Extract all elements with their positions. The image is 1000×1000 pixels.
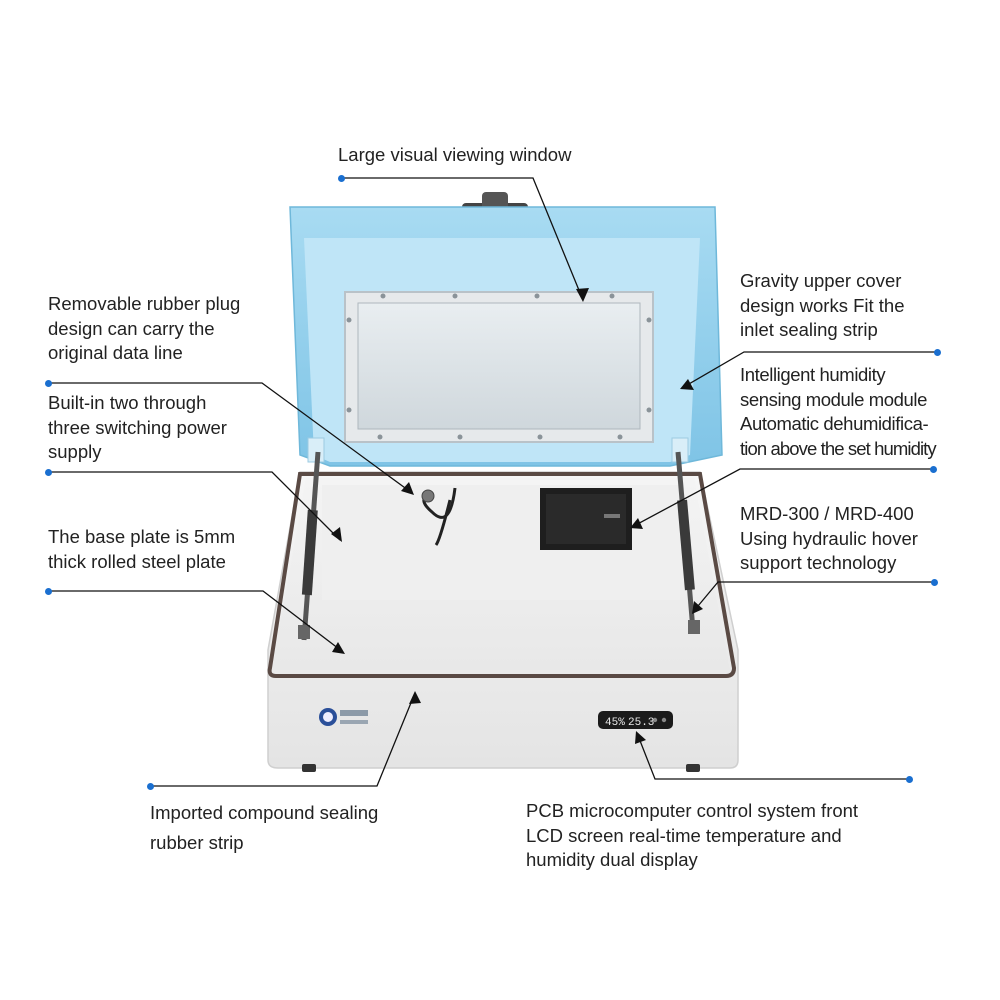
brand-logo	[319, 708, 368, 726]
callout-dot	[45, 380, 52, 387]
callout-line: Built-in two through	[48, 392, 207, 413]
hydraulic-struts	[298, 451, 700, 641]
callout-line: design works Fit the	[740, 294, 905, 316]
callout-line: Gravity upper cover	[740, 270, 902, 291]
callout-line: LCD screen real-time temperature and	[526, 824, 842, 846]
callout-line: Large visual viewing window	[338, 144, 572, 165]
callout-dot	[338, 175, 345, 182]
callout-line: humidity dual display	[526, 849, 698, 870]
callout-line: supply	[48, 441, 102, 462]
callout-line: MRD-300 / MRD-400	[740, 503, 914, 524]
leader-lines	[48, 177, 937, 787]
lcd-humidity: 45%	[605, 717, 625, 729]
humidity-module	[540, 488, 632, 550]
callout-line: The base plate is 5mm	[48, 526, 236, 547]
callout-line: support technology	[740, 552, 897, 573]
callout-dot	[906, 776, 913, 783]
callout-line: Intelligent humidity	[740, 364, 886, 385]
callout-pcb-control: PCB microcomputer control system front L…	[526, 799, 858, 873]
callout-dot	[147, 783, 154, 790]
callout-sealing-strip: Imported compound sealing rubber strip	[150, 798, 378, 858]
callout-dot	[931, 579, 938, 586]
callout-line: tion above the set humidity	[740, 437, 937, 459]
callout-humidity-module: Intelligent humidity sensing module modu…	[740, 363, 937, 461]
callout-base-plate: The base plate is 5mm thick rolled steel…	[48, 525, 235, 574]
callout-line: inlet sealing strip	[740, 319, 878, 340]
lcd-temperature: 25.3	[628, 717, 654, 729]
callout-dot	[45, 588, 52, 595]
callout-line: three switching power	[48, 416, 227, 438]
callout-line: Imported compound sealing	[150, 802, 379, 823]
callout-line: sensing module module	[740, 388, 927, 410]
callout-viewing-window: Large visual viewing window	[338, 143, 571, 168]
callout-line: Using hydraulic hover	[740, 527, 918, 549]
callout-dot	[934, 349, 941, 356]
callout-line: rubber strip	[150, 832, 244, 853]
callout-hydraulic: MRD-300 / MRD-400 Using hydraulic hover …	[740, 502, 918, 576]
rubber-plug-cable	[421, 487, 457, 546]
lcd-panel: 45% 25.3	[598, 711, 673, 729]
callout-line: PCB microcomputer control system front	[526, 800, 859, 821]
callout-dot	[930, 466, 937, 473]
callout-line: Removable rubber plug	[48, 293, 241, 314]
upper-cover	[289, 206, 723, 467]
callout-line: Automatic dehumidifica-	[740, 413, 929, 434]
callout-rubber-plug: Removable rubber plug design can carry t…	[48, 292, 240, 366]
callout-line: original data line	[48, 342, 183, 363]
callout-line: thick rolled steel plate	[48, 550, 226, 572]
callout-power-supply: Built-in two through three switching pow…	[48, 391, 227, 465]
leader-arrowheads	[331, 288, 703, 744]
callout-dot	[45, 469, 52, 476]
callout-line: design can carry the	[48, 317, 215, 339]
callout-upper-cover: Gravity upper cover design works Fit the…	[740, 269, 905, 343]
